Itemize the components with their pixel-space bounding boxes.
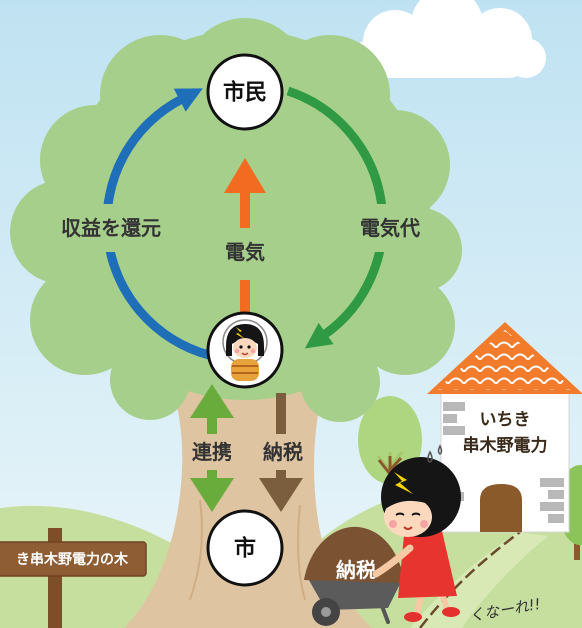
tax-arrow — [259, 393, 303, 512]
left-label-backdrop — [50, 204, 172, 252]
sweat-drop-icon — [427, 450, 433, 463]
cooperation-arrow — [190, 384, 234, 512]
tax-label: 納税 — [263, 440, 303, 464]
electricity-arrow — [224, 158, 266, 314]
city-node-label: 市 — [234, 536, 256, 562]
electricity-label: 電気 — [225, 240, 265, 264]
signpost: き串木野電力の木 — [0, 528, 147, 628]
right-label-backdrop — [352, 204, 428, 252]
girl-face — [384, 497, 432, 537]
signpost-text: き串木野電力の木 — [16, 551, 129, 568]
signpost-board — [0, 541, 147, 577]
power-company-node — [206, 311, 284, 389]
cooperation-label: 連携 — [192, 440, 232, 464]
house-sign-line2: 串木野電力 — [463, 435, 548, 456]
citizens-node: 市民 — [206, 53, 284, 131]
house-sign-line1: いちき — [480, 410, 531, 430]
electricity-fee-arrow — [286, 86, 388, 349]
house-illustration: いちき 串木野電力 — [427, 322, 582, 533]
electricity-fee-label: 電気代 — [360, 216, 420, 240]
wheelbarrow-illustration: 納税 — [304, 526, 405, 626]
profit-return-label: 収益を還元 — [61, 216, 161, 240]
house-door — [480, 484, 522, 532]
path-edge-line — [419, 531, 521, 628]
citizens-node-label: 市民 — [223, 80, 267, 106]
roof-tiles — [436, 330, 574, 390]
girl-character — [372, 444, 461, 622]
soil-mound-label: 納税 — [336, 558, 376, 582]
mascot-icon — [222, 319, 268, 381]
city-node: 市 — [206, 509, 284, 587]
